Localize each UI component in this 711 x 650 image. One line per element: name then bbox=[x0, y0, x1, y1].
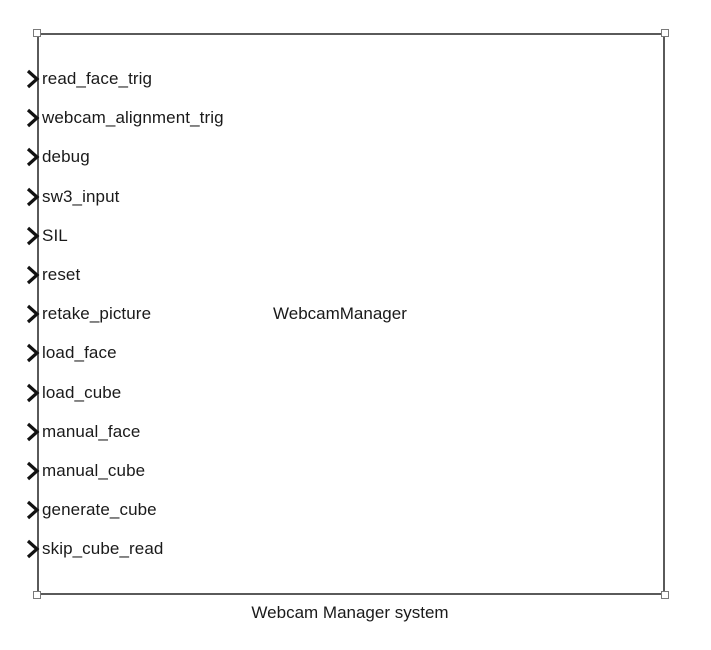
input-port[interactable]: webcam_alignment_trig bbox=[26, 107, 224, 129]
webcam-manager-block[interactable] bbox=[37, 33, 665, 595]
input-port-label: SIL bbox=[42, 225, 68, 245]
input-port[interactable]: debug bbox=[26, 146, 90, 168]
input-port-label: skip_cube_read bbox=[42, 539, 164, 559]
port-arrow-icon bbox=[26, 265, 40, 285]
port-arrow-icon bbox=[26, 422, 40, 441]
input-port[interactable]: sw3_input bbox=[26, 186, 119, 208]
input-port-label: load_face bbox=[42, 343, 117, 363]
input-port[interactable]: reset bbox=[26, 264, 80, 286]
input-port-label: sw3_input bbox=[42, 186, 120, 206]
port-arrow-icon bbox=[26, 108, 40, 128]
input-port[interactable]: generate_cube bbox=[26, 499, 157, 521]
input-port[interactable]: load_face bbox=[26, 342, 117, 364]
resize-handle-top-left[interactable] bbox=[33, 29, 41, 37]
input-port-label: generate_cube bbox=[42, 500, 157, 520]
port-arrow-icon bbox=[26, 148, 40, 167]
input-port[interactable]: retake_picture bbox=[26, 303, 151, 325]
port-arrow-icon bbox=[26, 69, 40, 89]
input-port-label: webcam_alignment_trig bbox=[42, 108, 224, 128]
input-port-label: retake_picture bbox=[42, 304, 152, 324]
input-port-label: debug bbox=[42, 147, 90, 167]
port-arrow-icon bbox=[26, 461, 40, 481]
block-name: WebcamManager bbox=[273, 304, 407, 323]
block-caption: Webcam Manager system bbox=[251, 603, 449, 622]
port-arrow-icon bbox=[26, 344, 40, 363]
port-arrow-icon bbox=[26, 383, 40, 402]
input-port[interactable]: SIL bbox=[26, 225, 68, 247]
resize-handle-bottom-right[interactable] bbox=[661, 591, 669, 599]
input-port-label: read_face_trig bbox=[42, 69, 153, 88]
input-port-label: reset bbox=[42, 265, 81, 284]
input-port[interactable]: read_face_trig bbox=[26, 68, 152, 90]
resize-handle-bottom-left[interactable] bbox=[33, 591, 41, 599]
port-arrow-icon bbox=[26, 187, 40, 206]
input-port[interactable]: load_cube bbox=[26, 382, 121, 404]
resize-handle-top-right[interactable] bbox=[661, 29, 669, 37]
input-port[interactable]: manual_face bbox=[26, 421, 140, 443]
input-port-label: load_cube bbox=[42, 382, 122, 402]
port-arrow-icon bbox=[26, 304, 40, 324]
input-port[interactable]: skip_cube_read bbox=[26, 538, 163, 560]
input-port[interactable]: manual_cube bbox=[26, 460, 145, 482]
port-arrow-icon bbox=[26, 226, 40, 245]
input-port-label: manual_face bbox=[42, 421, 141, 441]
port-arrow-icon bbox=[26, 540, 40, 559]
port-arrow-icon bbox=[26, 500, 40, 520]
input-port-label: manual_cube bbox=[42, 461, 146, 480]
